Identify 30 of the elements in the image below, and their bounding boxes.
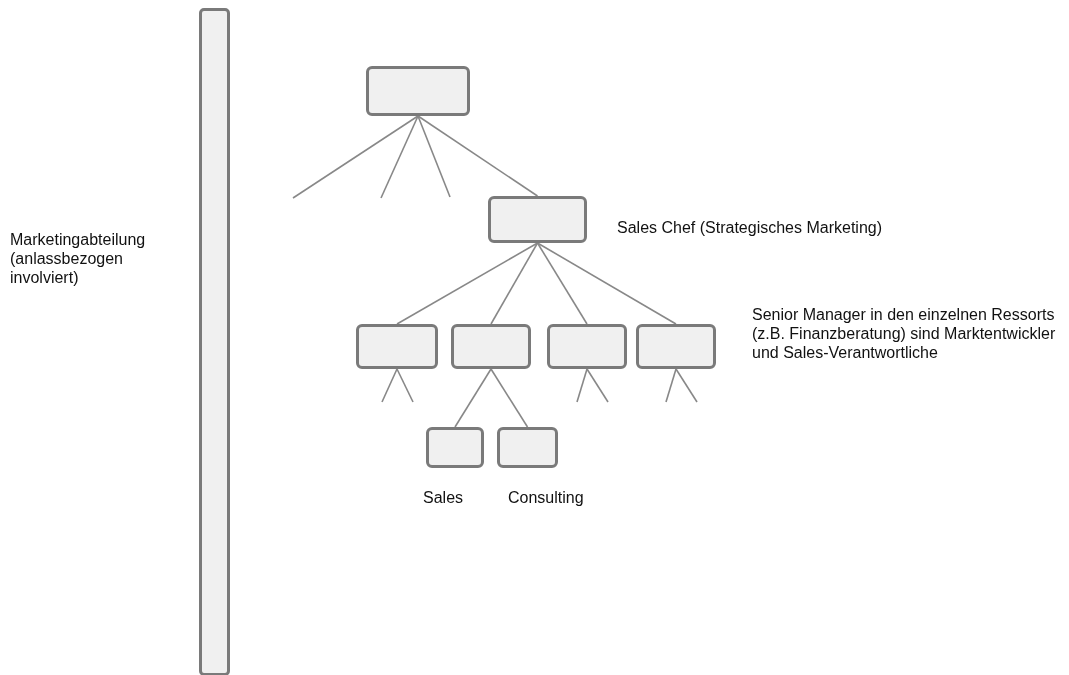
connector-line [380, 115, 419, 199]
connector-line [396, 368, 414, 403]
connector-line [454, 368, 492, 428]
connector-line [665, 368, 677, 403]
connector-line [490, 242, 539, 325]
org-box [366, 66, 470, 116]
org-box [497, 427, 558, 468]
org-box [451, 324, 531, 369]
note-text: Senior Manager in den einzelnen Ressorts (z.B. Finanzberatung) sind Marktentwickler und Sales-Verantwortliche [752, 305, 1057, 362]
org-box [547, 324, 627, 369]
org-box [488, 196, 587, 243]
connector-line [292, 115, 419, 199]
connector-line [536, 242, 677, 325]
caption-text: Marketingabteilung (anlassbezogen involviert) [10, 230, 147, 287]
connector-line [381, 368, 398, 403]
caption-text: Sales Chef (Strategisches Marketing) [617, 218, 883, 237]
connector-line [576, 368, 588, 403]
connector-line [417, 115, 451, 198]
org-box [356, 324, 438, 369]
connector-line [675, 368, 698, 403]
org-box [426, 427, 484, 468]
caption-text: Sales [423, 488, 465, 507]
connector-line [417, 115, 539, 197]
connector-line [586, 368, 609, 403]
connector-line [490, 368, 529, 428]
org-box [636, 324, 716, 369]
connector-line [396, 242, 539, 325]
vertical-bar [199, 8, 230, 675]
connector-line [536, 242, 588, 325]
caption-text: Consulting [508, 488, 585, 507]
